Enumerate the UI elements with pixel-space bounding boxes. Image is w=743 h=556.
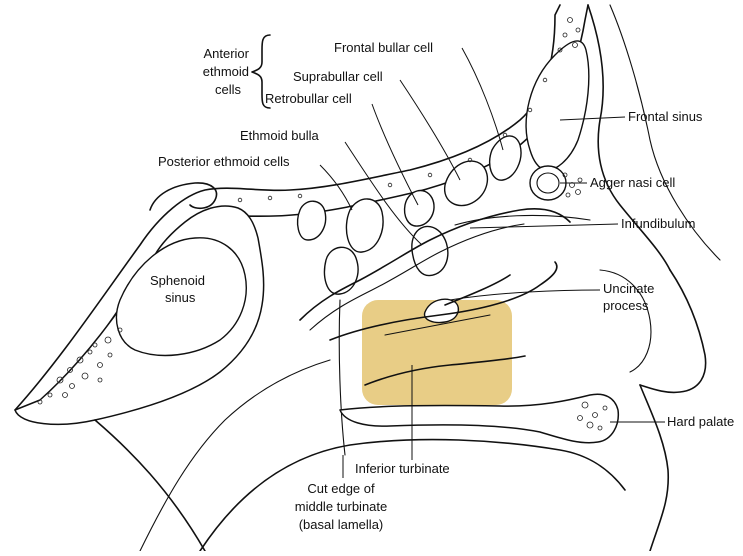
label-ethmoid-bulla: Ethmoid bulla — [240, 128, 320, 143]
frontal-bullar-cell — [490, 136, 521, 180]
label-hard-palate: Hard palate — [667, 414, 734, 429]
upper-lip — [640, 385, 668, 551]
posterior-ethmoid-cell-1 — [346, 199, 383, 252]
label-sphenoid-1: Sphenoid — [150, 273, 205, 288]
label-cut-edge-2: middle turbinate — [295, 499, 388, 514]
leader-posterior-ethmoid — [320, 165, 352, 210]
label-frontal-bullar-cell: Frontal bullar cell — [334, 40, 433, 55]
label-uncinate-1: Uncinate — [603, 281, 654, 296]
label-suprabullar-cell: Suprabullar cell — [293, 69, 383, 84]
cut-edge-line — [339, 300, 345, 455]
leader-infundibulum — [470, 224, 618, 228]
label-infundibulum: Infundibulum — [621, 216, 695, 231]
retrobullar-cell — [405, 191, 434, 227]
label-anterior-1: Anterior — [203, 46, 249, 61]
frontal-sinus-cavity — [526, 41, 589, 170]
label-cut-edge-1: Cut edge of — [307, 481, 375, 496]
infundibulum-channel — [455, 215, 590, 225]
label-frontal-sinus: Frontal sinus — [628, 109, 703, 124]
suprabullar-cell — [445, 161, 488, 205]
label-anterior-3: cells — [215, 82, 242, 97]
posterior-ethmoid-cell-2 — [325, 247, 358, 294]
label-sphenoid-2: sinus — [165, 290, 196, 305]
leader-retrobullar — [372, 104, 418, 205]
leader-uncinate — [450, 290, 600, 300]
label-inferior-turbinate: Inferior turbinate — [355, 461, 450, 476]
leader-frontal-bullar — [462, 48, 503, 150]
label-uncinate-2: process — [603, 298, 649, 313]
posterior-ethmoid-cell-3 — [298, 201, 326, 240]
label-retrobullar-cell: Retrobullar cell — [265, 91, 352, 106]
sphenoid-hook — [150, 183, 216, 210]
label-agger-nasi-cell: Agger nasi cell — [590, 175, 675, 190]
label-anterior-2: ethmoid — [203, 64, 249, 79]
label-posterior-ethmoid-cells: Posterior ethmoid cells — [158, 154, 290, 169]
label-cut-edge-3: (basal lamella) — [299, 517, 384, 532]
